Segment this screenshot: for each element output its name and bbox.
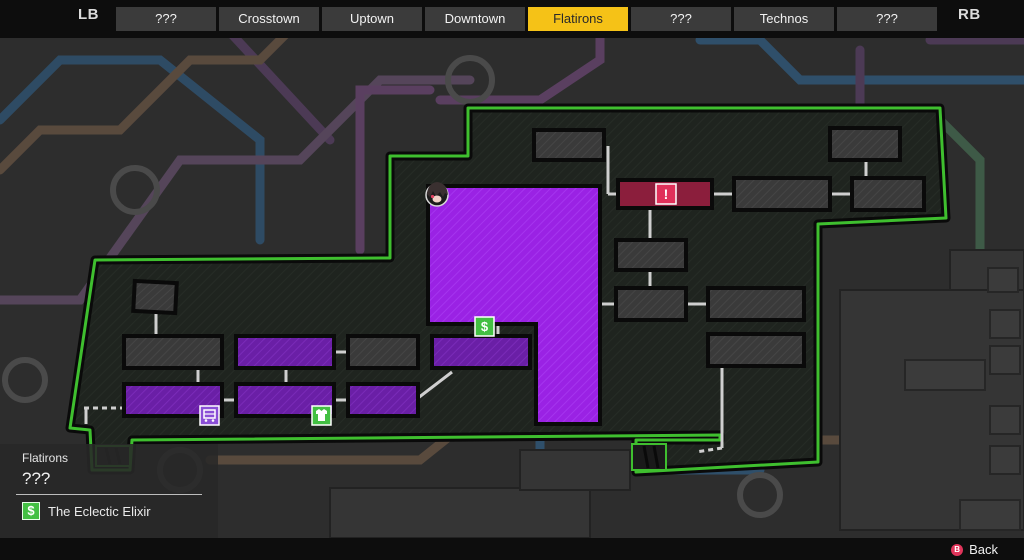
shop-list-item[interactable]: $ The Eclectic Elixir (22, 502, 151, 520)
room-gray (732, 176, 832, 212)
district-tabs: ??? Crosstown Uptown Downtown Flatirons … (116, 7, 937, 31)
lb-bumper-hint[interactable]: LB (78, 6, 99, 23)
clothing-shop-icon[interactable] (311, 405, 332, 426)
dollar-icon: $ (22, 502, 40, 520)
b-button-icon: B (951, 543, 964, 556)
district-tab-bar: LB ??? Crosstown Uptown Downtown Flatiro… (0, 0, 1024, 38)
room-explored (234, 334, 336, 370)
info-divider (16, 494, 202, 495)
bus-stop-icon[interactable] (199, 405, 220, 426)
tab-unknown-2[interactable]: ??? (631, 7, 731, 31)
tab-crosstown[interactable]: Crosstown (219, 7, 319, 31)
bottom-hint-bar: B Back (0, 538, 1024, 560)
area-name: ??? (22, 469, 51, 488)
room-gray (131, 278, 179, 316)
rb-bumper-hint[interactable]: RB (958, 6, 981, 23)
room-explored (346, 382, 420, 418)
room-gray (122, 334, 224, 370)
back-button[interactable]: B Back (951, 542, 998, 557)
room-gray (850, 176, 926, 212)
room-gray (614, 238, 688, 272)
tab-uptown[interactable]: Uptown (322, 7, 422, 31)
room-explored (430, 334, 532, 370)
room-gray (614, 286, 688, 322)
tab-unknown-1[interactable]: ??? (116, 7, 216, 31)
tab-unknown-3[interactable]: ??? (837, 7, 937, 31)
room-gray (706, 286, 806, 322)
tab-technos[interactable]: Technos (734, 7, 834, 31)
player-portrait-icon (425, 182, 449, 207)
room-gray (346, 334, 420, 370)
shop-name: The Eclectic Elixir (48, 503, 151, 519)
area-info-panel: Flatirons ??? $ The Eclectic Elixir (0, 444, 218, 538)
room-gray (532, 128, 606, 162)
back-label: Back (969, 542, 998, 557)
current-area-room (426, 184, 602, 426)
quest-marker-glyph: ! (664, 186, 669, 202)
room-gray (706, 332, 806, 368)
quest-marker-icon[interactable]: ! (655, 183, 677, 205)
shop-marker-glyph: $ (481, 319, 489, 334)
shop-marker-icon[interactable]: $ (474, 316, 495, 337)
room-gray (828, 126, 902, 162)
tab-downtown[interactable]: Downtown (425, 7, 525, 31)
district-name: Flatirons (22, 451, 69, 465)
tab-flatirons[interactable]: Flatirons (528, 7, 628, 31)
